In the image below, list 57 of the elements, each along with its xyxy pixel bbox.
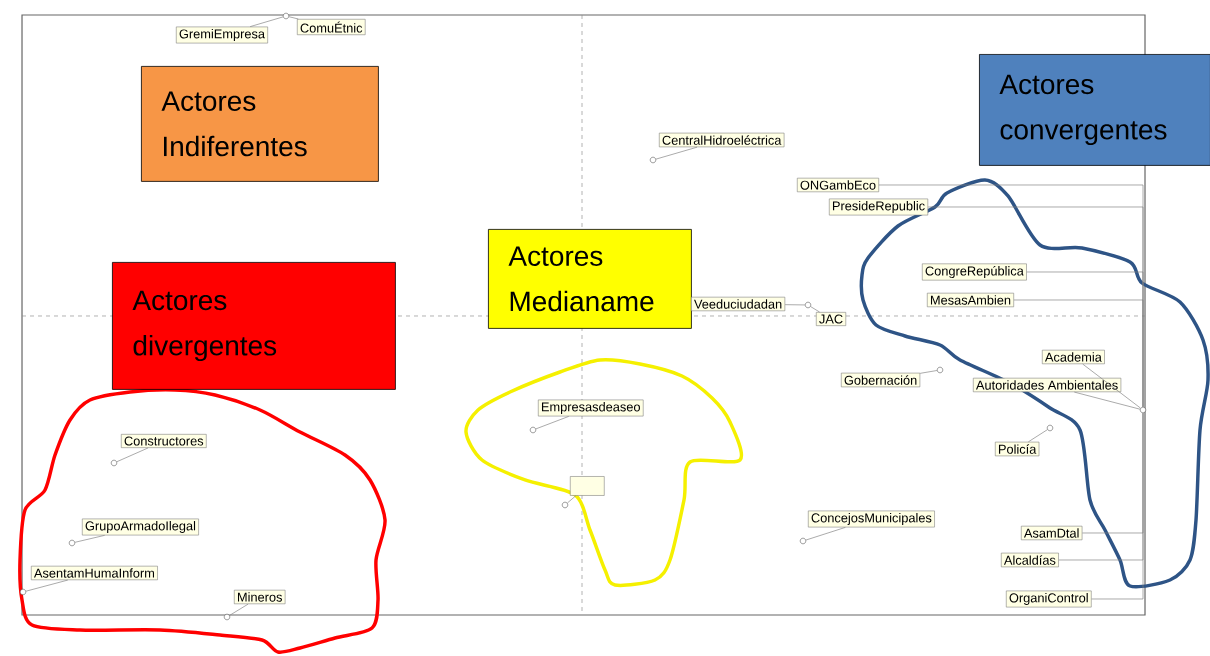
category-box: Actores Indiferentes bbox=[141, 66, 379, 182]
leader-line bbox=[116, 447, 149, 463]
category-box: Actores Medianame bbox=[488, 229, 692, 329]
position-marker bbox=[282, 12, 290, 20]
actor-label: Mineros bbox=[234, 589, 286, 605]
position-marker bbox=[804, 301, 812, 309]
actor-label: Gobernación bbox=[841, 372, 921, 388]
position-marker bbox=[649, 156, 657, 164]
leader-line bbox=[919, 370, 938, 374]
actor-label bbox=[570, 476, 605, 496]
position-marker bbox=[936, 366, 944, 374]
leader-line bbox=[810, 306, 820, 313]
position-marker bbox=[19, 588, 27, 596]
leader-line bbox=[1028, 429, 1048, 443]
position-marker bbox=[1139, 406, 1147, 414]
position-marker bbox=[68, 539, 76, 547]
leader-line bbox=[1091, 412, 1144, 600]
actor-label: Academia bbox=[1042, 349, 1105, 365]
actor-label: Veeduciudadan bbox=[691, 296, 786, 312]
position-marker bbox=[223, 613, 231, 621]
position-marker bbox=[529, 426, 537, 434]
actor-label: AsentamHumaInform bbox=[31, 565, 158, 581]
actor-label: Autoridades Ambientales bbox=[973, 377, 1122, 393]
leader-line bbox=[1082, 363, 1141, 409]
actor-label: Policía bbox=[995, 441, 1040, 457]
actor-label: ONGambEco bbox=[797, 177, 879, 193]
leader-line bbox=[567, 495, 577, 504]
leader-line bbox=[229, 603, 249, 616]
leader-line bbox=[784, 304, 806, 306]
actor-label: OrganiControl bbox=[1006, 590, 1092, 608]
actor-label: JAC bbox=[816, 312, 847, 326]
actor-label: Alcaldías bbox=[1001, 552, 1059, 568]
position-marker bbox=[799, 537, 807, 545]
category-box: Actores convergentes bbox=[979, 54, 1210, 166]
actor-label: CongreRepública bbox=[922, 263, 1027, 281]
leader-line bbox=[655, 146, 698, 160]
actor-label: MesasAmbien bbox=[927, 292, 1014, 308]
actor-label: Constructores bbox=[121, 434, 207, 448]
actor-label: AsamDtal bbox=[1021, 525, 1083, 541]
actor-label: GrupoArmadoIlegal bbox=[82, 518, 199, 536]
category-box: Actores divergentes bbox=[112, 262, 396, 390]
position-marker bbox=[561, 501, 569, 509]
leader-line bbox=[1013, 299, 1144, 408]
leader-line bbox=[25, 579, 69, 592]
actor-label: Empresasdeaseo bbox=[538, 399, 644, 417]
leader-line bbox=[535, 416, 570, 430]
actor-label: ComuÉtnic bbox=[297, 19, 366, 35]
leader-line bbox=[288, 16, 299, 20]
actor-label: ConcejosMunicipales bbox=[808, 510, 935, 528]
actor-label: CentralHidroeléctrica bbox=[659, 132, 785, 148]
position-marker bbox=[110, 459, 118, 467]
position-marker bbox=[1046, 424, 1054, 432]
leader-line bbox=[805, 527, 846, 541]
actor-label: PresideRepublic bbox=[829, 198, 929, 216]
leader-line bbox=[74, 535, 105, 543]
leader-line bbox=[1074, 391, 1141, 410]
actor-label: GremiEmpresa bbox=[176, 26, 268, 44]
